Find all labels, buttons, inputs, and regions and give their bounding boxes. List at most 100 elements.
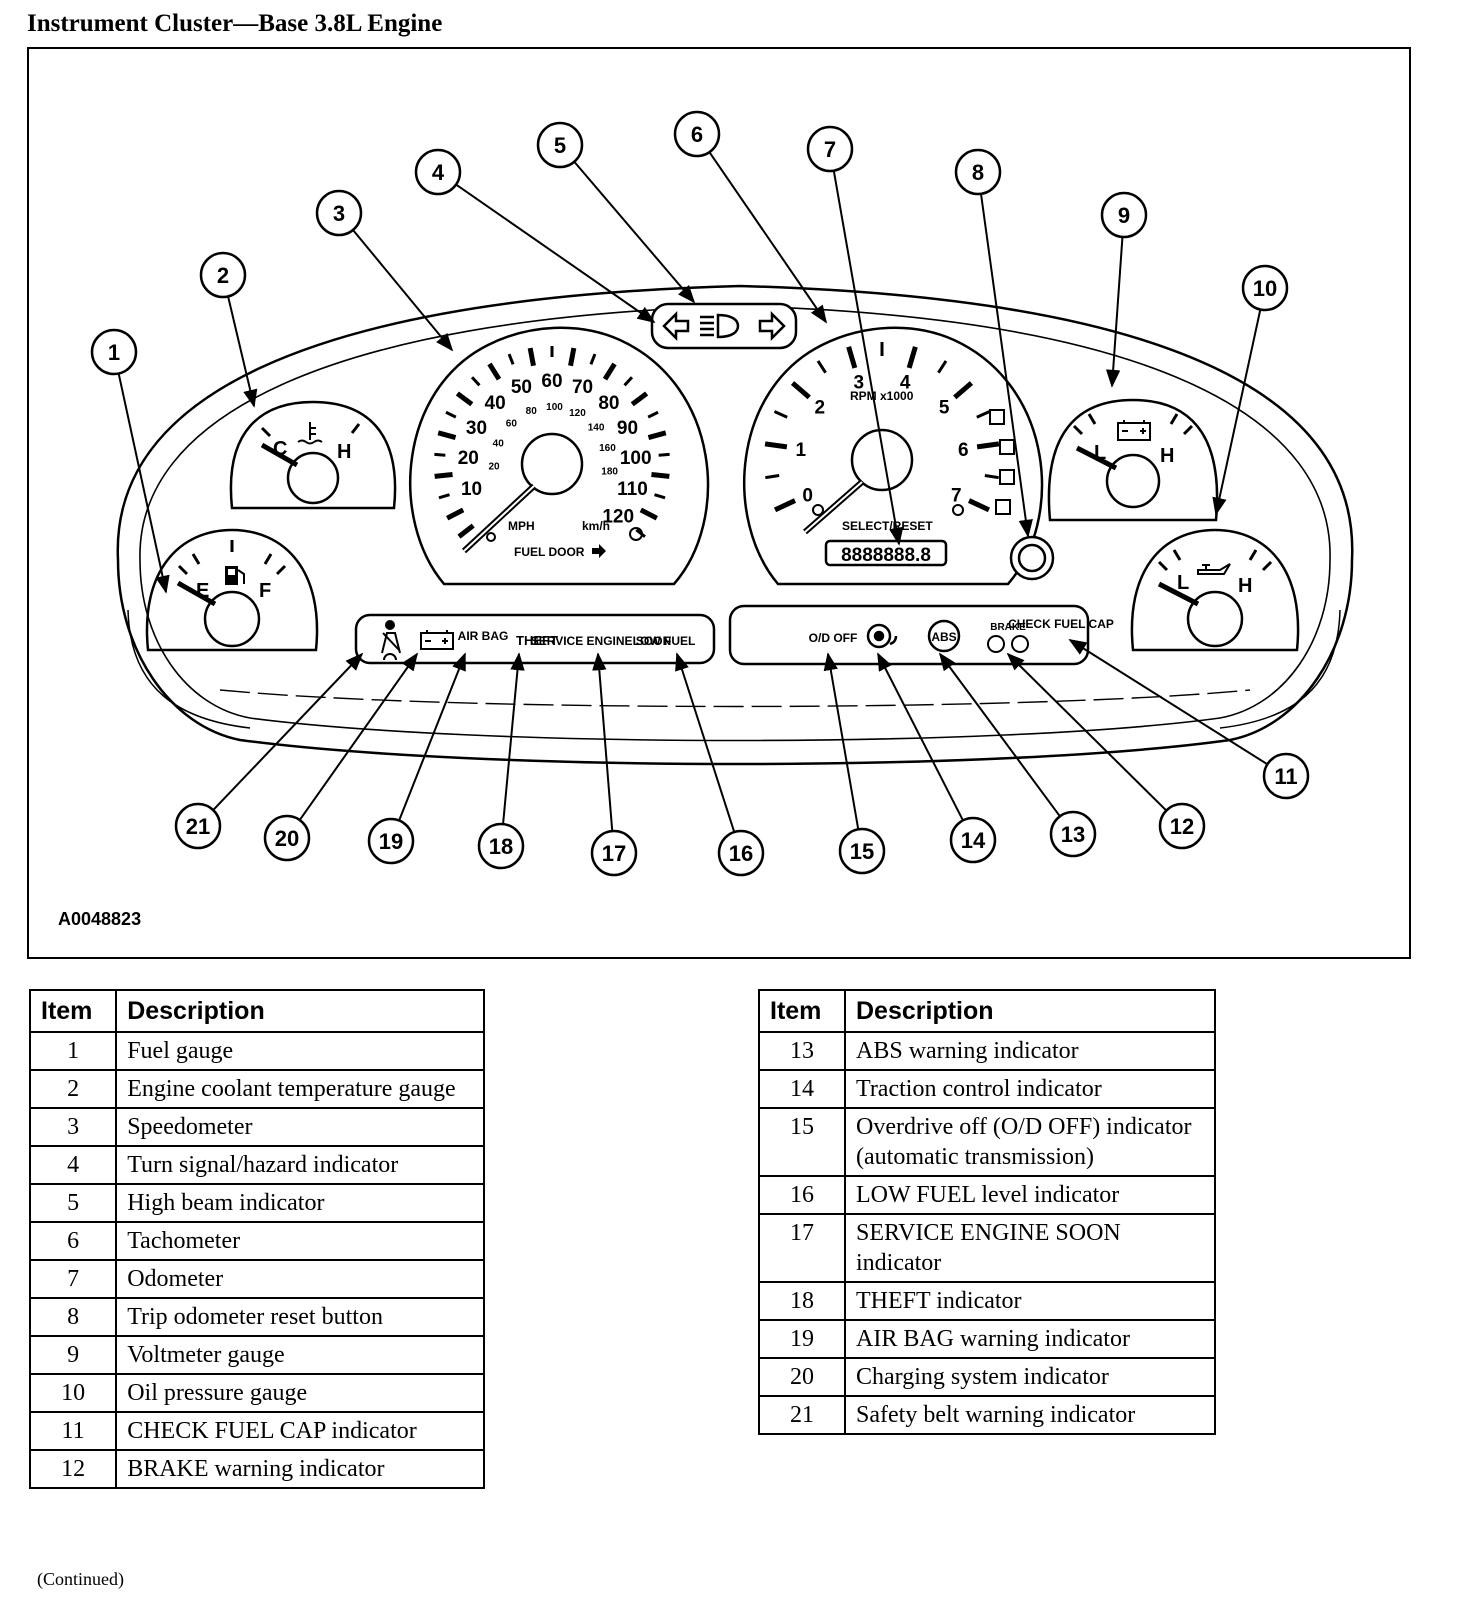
callout-circle — [673, 110, 721, 158]
tachometer-tick-label: 2 — [815, 398, 826, 419]
item-description: ABS warning indicator — [844, 1031, 1216, 1071]
mph-tick-label: 120 — [602, 507, 634, 528]
kmh-tick-label: 100 — [546, 402, 563, 413]
tachometer-hub — [850, 428, 914, 492]
oil-can-icon — [1197, 563, 1231, 575]
voltmeter-low-label: L — [1094, 442, 1106, 464]
callout-number: 6 — [691, 122, 703, 147]
callout-leader-arrow — [1212, 309, 1262, 516]
speedometer-tick — [470, 376, 481, 387]
tachometer-tick — [773, 410, 788, 419]
kmh-tick-label: 120 — [569, 408, 586, 419]
speedometer-tick — [654, 493, 666, 500]
od-off-indicator: O/D OFF — [809, 631, 858, 645]
tachometer-tick — [790, 381, 811, 400]
callout-circle — [477, 822, 525, 870]
callout-circle — [174, 802, 222, 850]
callout-leader-arrow — [1006, 652, 1168, 812]
item-description: BRAKE warning indicator — [115, 1449, 485, 1489]
tachometer-tick — [953, 381, 974, 400]
callout-number: 15 — [850, 839, 874, 864]
callout-number: 4 — [432, 160, 445, 185]
callout-leader-arrow — [352, 229, 454, 352]
kmh-tick-label: 60 — [506, 419, 518, 430]
battery-icon — [1117, 420, 1151, 441]
callout-leader-arrow — [832, 170, 904, 546]
callout-leader-arrow — [398, 652, 466, 821]
speedometer-tick — [437, 430, 457, 440]
item-number: 19 — [758, 1319, 846, 1359]
item-number: 20 — [758, 1357, 846, 1397]
item-description: Speedometer — [115, 1107, 485, 1147]
callout-circle — [954, 148, 1002, 196]
tachometer-tick-label: 5 — [939, 398, 950, 419]
trip-odometer-reset-button[interactable] — [1009, 535, 1055, 581]
callout-14: 14 — [949, 816, 997, 864]
item-number: 15 — [758, 1107, 846, 1177]
callout-21: 21 — [174, 802, 222, 850]
tachometer-tick — [976, 410, 991, 419]
item-description: Voltmeter gauge — [115, 1335, 485, 1375]
speedometer-tick — [507, 353, 515, 365]
callout-number: 7 — [824, 137, 836, 162]
continued-note: (Continued) — [37, 1569, 124, 1589]
oil-low-label: L — [1177, 572, 1189, 594]
service-engine-soon-indicator: SERVICE ENGINE SOON — [531, 634, 671, 648]
tachometer-tick-label: 4 — [900, 372, 911, 393]
item-number: 4 — [28, 1145, 118, 1185]
callout-leader-arrow — [227, 296, 258, 408]
mph-tick-label: 110 — [617, 479, 648, 500]
item-number: 9 — [28, 1335, 118, 1375]
callout-leader-arrow — [675, 652, 736, 833]
item-number: 6 — [28, 1221, 118, 1261]
right-turn-arrow-icon — [758, 310, 786, 342]
fuel-needle — [176, 580, 217, 607]
callout-number: 17 — [602, 841, 626, 866]
callout-number: 11 — [1274, 764, 1297, 789]
speedometer-tick — [589, 353, 597, 365]
item-description: CHECK FUEL CAP indicator — [115, 1411, 485, 1451]
item-description: Safety belt warning indicator — [844, 1395, 1216, 1435]
callout-8: 8 — [954, 148, 1002, 196]
oil-pressure-gauge: L H — [1130, 528, 1300, 652]
callout-circle — [806, 125, 854, 173]
speedometer-tick — [647, 430, 667, 440]
tachometer-tick — [976, 441, 1000, 450]
brake-warning-icon: BRAKE — [987, 622, 1029, 653]
callout-circle — [717, 829, 765, 877]
callout-6: 6 — [673, 110, 721, 158]
coolant-hot-label: H — [337, 441, 351, 463]
callout-leader-arrow — [502, 652, 525, 825]
callout-leader-arrow — [708, 151, 828, 324]
speedometer-hub — [520, 432, 584, 496]
traction-control-icon — [866, 623, 898, 649]
airbag-indicator: AIR BAG — [458, 629, 509, 643]
tachometer-tick — [773, 498, 797, 513]
mph-tick-label: 50 — [511, 377, 532, 398]
callout-circle — [315, 189, 363, 237]
callout-leader-arrow — [455, 183, 656, 324]
tachometer-tick — [937, 360, 948, 374]
callout-4: 4 — [414, 148, 462, 196]
mph-label: MPH — [508, 519, 535, 533]
callout-17: 17 — [590, 829, 638, 877]
callout-circle — [263, 814, 311, 862]
fuel-full-label: F — [259, 580, 271, 602]
callout-2: 2 — [199, 251, 247, 299]
tachometer-tick — [967, 498, 991, 513]
callout-number: 12 — [1170, 814, 1194, 839]
theft-indicator: THEFT — [516, 633, 558, 648]
coolant-temperature-gauge: C H — [229, 400, 397, 510]
mph-tick-label: 70 — [572, 377, 593, 398]
callout-11: 11 — [1262, 752, 1310, 800]
item-description: AIR BAG warning indicator — [844, 1319, 1216, 1359]
mph-tick-label: 80 — [598, 393, 619, 414]
tachometer-tick-label: 0 — [802, 486, 813, 507]
tachometer-tick — [764, 441, 788, 450]
